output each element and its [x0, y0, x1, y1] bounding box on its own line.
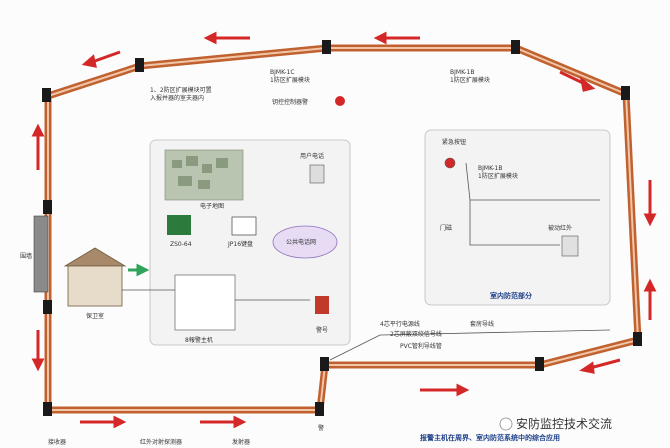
zone-label: 室内防范部分: [490, 291, 532, 300]
arrow-green: [128, 263, 150, 277]
key-switch-icon: [335, 96, 345, 106]
detector-post: [315, 402, 324, 416]
emitter-label: 发射器: [232, 438, 250, 446]
detector-post: [621, 86, 630, 100]
wire-sig-label: 2芯屏蔽双绞信号线: [390, 330, 442, 338]
arrow-left: [373, 31, 420, 45]
user-phone-box: [309, 164, 325, 184]
detector-posts: [42, 40, 642, 416]
wire-cable-label: 套房导线: [470, 320, 494, 328]
guard-room-label: 保卫室: [86, 312, 104, 320]
alarm-host-label: 8報警主机: [185, 336, 213, 344]
wire-4-label: 4芯平行电源线: [380, 320, 420, 328]
arrow-up: [643, 278, 657, 320]
note-line-1: 1、2防区扩展模块可置: [150, 86, 212, 94]
e-map-buildings: [172, 156, 228, 189]
detector-post: [511, 40, 520, 54]
arrow-right: [80, 415, 127, 429]
guard-room: [67, 265, 123, 307]
keyboard-box: [231, 216, 257, 236]
arrow-right: [559, 70, 596, 92]
detector-post: [322, 40, 331, 54]
e-map-label: 电子地图: [200, 202, 224, 210]
module-1b-in-label: BJMK-1B: [478, 165, 502, 172]
zs-module-label: ZS0-64: [170, 241, 192, 248]
detector-post: [535, 357, 544, 371]
detector-post: [320, 357, 329, 371]
module-1c-label: BJMK-1C: [270, 69, 295, 76]
note-line-2: 入报并器的室夫器内: [150, 94, 204, 102]
arrow-left: [203, 31, 250, 45]
key-switch-label: 钥控控制器警: [272, 98, 308, 106]
left-wall-hatch: [33, 215, 49, 293]
door-magnet-label: 门磁: [440, 224, 452, 232]
indoor-zone: [424, 129, 611, 306]
alarm-host-box: [174, 274, 236, 331]
arrow-down: [643, 180, 657, 227]
module-1c-sub: 1防区扩展模块: [270, 76, 310, 84]
keyboard-label: JP16键盘: [227, 240, 253, 248]
module-1b-in-sub: 1防区扩展模块: [478, 172, 518, 180]
siren-box: [315, 296, 329, 314]
watermark-icon: [499, 417, 513, 431]
wiring: [122, 162, 611, 361]
public-phone-cloud: [272, 225, 338, 259]
user-phone-label: 用户电话: [300, 152, 324, 160]
pir-box: [561, 235, 579, 257]
module-1b-top-sub: 1防区扩展模块: [450, 76, 490, 84]
guard-room-roof: [63, 247, 127, 267]
watermark: 安防监控技术交流: [516, 416, 612, 431]
detector-label: 红外对射探测器: [140, 438, 182, 446]
siren-label: 警号: [316, 326, 328, 334]
arrow-left: [579, 358, 621, 374]
left-wall-label: 围墙: [20, 252, 32, 260]
e-map-image: [164, 149, 244, 201]
detector-post: [42, 88, 51, 102]
perimeter-arrows: [31, 31, 657, 429]
arrow-down: [31, 330, 45, 372]
emergency-button: [444, 157, 456, 169]
module-1b-top-label: BJMK-1B: [450, 69, 474, 76]
arrow-right: [420, 383, 470, 397]
detector-post: [43, 200, 52, 214]
detector-post: [135, 58, 144, 72]
bottom-title: 报警主机在周界、室内防范系统中的综合应用: [420, 433, 560, 442]
wire-pvc-label: PVC管利导线管: [400, 342, 442, 350]
arrow-up: [31, 123, 45, 170]
arrow-left: [81, 50, 121, 68]
zs-module-box: [167, 215, 191, 235]
sec-bottom-label: 警: [318, 424, 324, 432]
arrow-right: [200, 415, 247, 429]
detector-post: [633, 332, 642, 346]
detector-post: [43, 300, 52, 314]
pir-label: 被动红外: [548, 224, 572, 232]
public-phone-label: 公共电话网: [286, 238, 316, 246]
detector-post: [43, 402, 52, 416]
receiver-label: 接收器: [48, 438, 66, 446]
emergency-label: 紧急按钮: [442, 138, 466, 146]
